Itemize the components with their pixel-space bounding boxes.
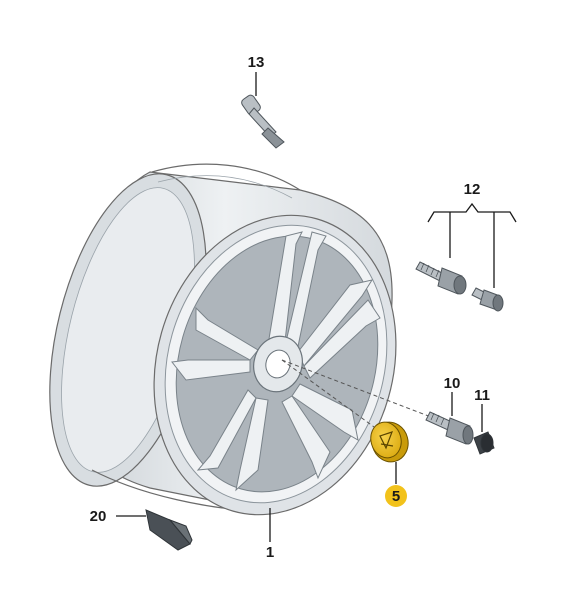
label-13: 13 (248, 54, 265, 71)
center-cap-icon (370, 421, 409, 463)
label-5: 5 (392, 488, 400, 505)
sensor-icon (145, 509, 193, 551)
label-1: 1 (266, 544, 274, 561)
label-11: 11 (474, 387, 490, 404)
label-12: 12 (464, 181, 481, 198)
valve-icon (241, 94, 285, 149)
label-20: 20 (90, 508, 107, 525)
wheel-icon (49, 163, 397, 516)
highlight-badge-5: 5 (385, 485, 407, 507)
bolt-cap-icon (473, 431, 495, 455)
label-10: 10 (444, 375, 461, 392)
bolt-icon (425, 411, 474, 445)
bolt-icon (415, 261, 504, 312)
